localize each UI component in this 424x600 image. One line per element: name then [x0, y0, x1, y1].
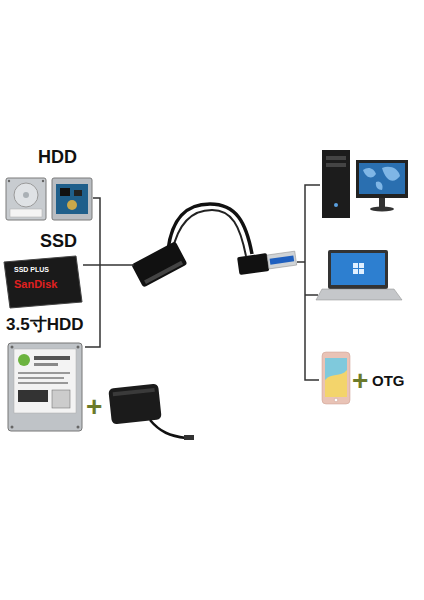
hdd-35-illustration — [52, 390, 70, 408]
hdd-front-illustration — [23, 192, 29, 198]
power-adapter-illustration — [184, 435, 194, 440]
hdd-back-illustration — [52, 178, 92, 220]
desktop-pc-illustration — [382, 167, 400, 181]
sata-usb-adapter-illustration — [144, 261, 183, 284]
device-label: SSD — [40, 232, 77, 252]
sata-usb-adapter-illustration — [131, 204, 297, 288]
bracket-lines — [85, 198, 100, 347]
hdd-back-illustration — [52, 178, 92, 220]
hdd-35-illustration — [8, 343, 82, 431]
hdd-35-illustration — [34, 363, 58, 366]
desktop-pc-illustration — [363, 168, 376, 178]
desktop-pc-illustration — [356, 160, 408, 198]
laptop-illustration — [353, 263, 358, 268]
laptop-illustration — [316, 289, 402, 300]
hdd-front-illustration — [42, 180, 44, 182]
phone-illustration — [325, 358, 347, 397]
bracket-lines — [83, 185, 320, 380]
hdd-35-illustration — [18, 390, 48, 402]
sata-usb-adapter-illustration — [267, 251, 297, 269]
laptop-illustration — [328, 250, 388, 289]
hdd-front-illustration — [10, 209, 42, 217]
power-adapter-illustration — [150, 420, 186, 438]
laptop-illustration — [359, 269, 364, 274]
hdd-back-illustration — [74, 190, 82, 196]
bracket-lines — [83, 264, 134, 266]
desktop-pc-illustration — [326, 156, 346, 160]
desktop-pc-illustration — [322, 150, 408, 218]
hdd-35-illustration — [8, 343, 82, 431]
hdd-front-illustration — [14, 183, 38, 207]
hdd-35-illustration — [14, 349, 76, 413]
device-label: HDD — [38, 148, 77, 168]
hdd-35-illustration — [18, 382, 68, 384]
sata-usb-adapter-illustration — [131, 241, 187, 287]
hdd-35-illustration — [34, 356, 70, 360]
desktop-pc-illustration — [334, 203, 338, 207]
laptop-illustration — [331, 253, 385, 285]
ssd-illustration — [4, 256, 82, 308]
hdd-35-illustration — [18, 372, 70, 374]
plus-sign: + — [352, 366, 368, 397]
device-label: 3.5寸HDD — [6, 316, 83, 335]
hdd-35-illustration — [77, 426, 80, 429]
desktop-pc-illustration — [326, 163, 346, 167]
laptop-illustration — [316, 250, 402, 300]
sata-usb-adapter-illustration — [172, 210, 246, 256]
desktop-pc-illustration — [359, 163, 405, 194]
hdd-front-illustration — [8, 180, 10, 182]
hdd-35-illustration — [18, 354, 30, 366]
laptop-illustration — [359, 263, 364, 268]
hdd-back-illustration — [60, 188, 70, 196]
hdd-35-illustration — [18, 377, 64, 379]
desktop-pc-illustration — [322, 150, 350, 218]
phone-illustration — [322, 352, 350, 404]
sata-usb-adapter-illustration — [237, 253, 269, 275]
hdd-back-illustration — [67, 200, 77, 210]
hdd-front-illustration — [6, 178, 46, 220]
sata-usb-adapter-illustration — [237, 249, 297, 275]
power-adapter-illustration — [113, 388, 155, 396]
plus-sign: + — [86, 392, 102, 423]
phone-illustration — [334, 398, 338, 402]
otg-label: OTG — [372, 373, 405, 390]
sata-usb-adapter-illustration — [270, 255, 295, 264]
laptop-illustration — [353, 269, 358, 274]
hdd-35-illustration — [11, 346, 14, 349]
power-adapter-illustration — [108, 383, 161, 424]
hdd-35-illustration — [11, 426, 14, 429]
bracket-lines — [305, 185, 320, 380]
hdd-back-illustration — [56, 184, 88, 214]
phone-illustration — [322, 352, 350, 404]
hdd-front-illustration — [6, 178, 46, 220]
sata-usb-adapter-illustration — [131, 241, 187, 287]
phone-illustration — [325, 370, 347, 397]
power-adapter-illustration — [108, 383, 194, 440]
brand-text: SanDisk — [14, 278, 57, 290]
bracket-lines — [305, 294, 318, 296]
desktop-pc-illustration — [376, 181, 383, 190]
bracket-lines — [297, 261, 305, 263]
hdd-35-illustration — [77, 346, 80, 349]
brand-text: SSD PLUS — [14, 266, 49, 274]
desktop-pc-illustration — [370, 207, 394, 212]
ssd-illustration — [4, 256, 82, 308]
